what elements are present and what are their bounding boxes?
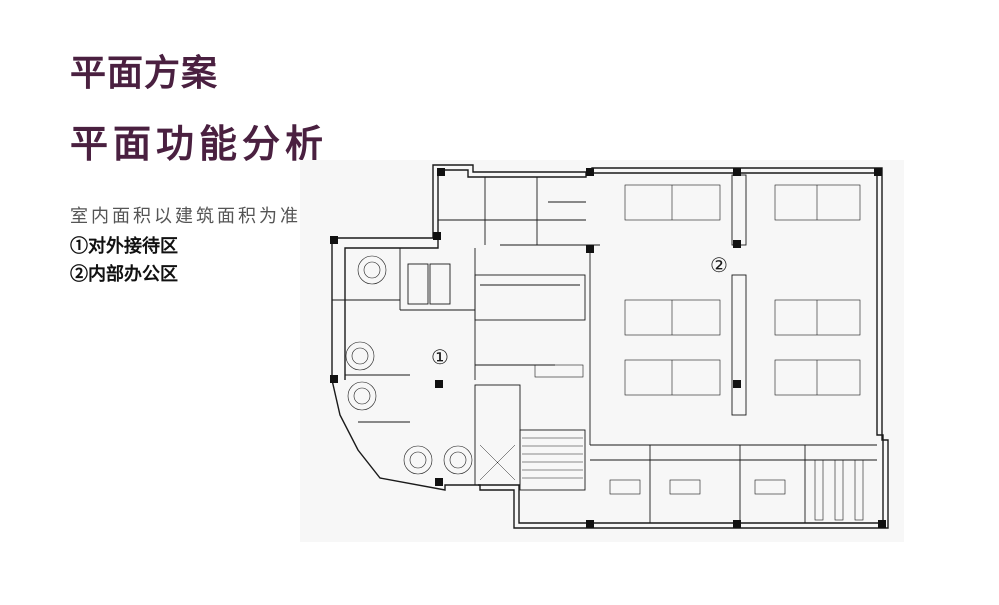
- office-workstations: [609, 184, 864, 521]
- zone-legend-office: ②内部办公区: [70, 264, 178, 285]
- reception-tables: [345, 255, 584, 475]
- stair-treads: [479, 437, 583, 481]
- area-note: 室内面积以建筑面积为准: [70, 206, 301, 227]
- structural-columns: [330, 168, 886, 528]
- zone-marker-office: ②: [710, 253, 728, 277]
- floor-plan-drawing: ① ②: [330, 164, 889, 529]
- zone-marker-reception: ①: [431, 345, 449, 369]
- slide-subtitle: 平面功能分析: [70, 122, 329, 166]
- interior-walls: [332, 174, 877, 523]
- zone-legend-reception: ①对外接待区: [70, 236, 178, 257]
- floor-plan: ① ②: [300, 160, 904, 542]
- slide-title: 平面方案: [70, 53, 219, 94]
